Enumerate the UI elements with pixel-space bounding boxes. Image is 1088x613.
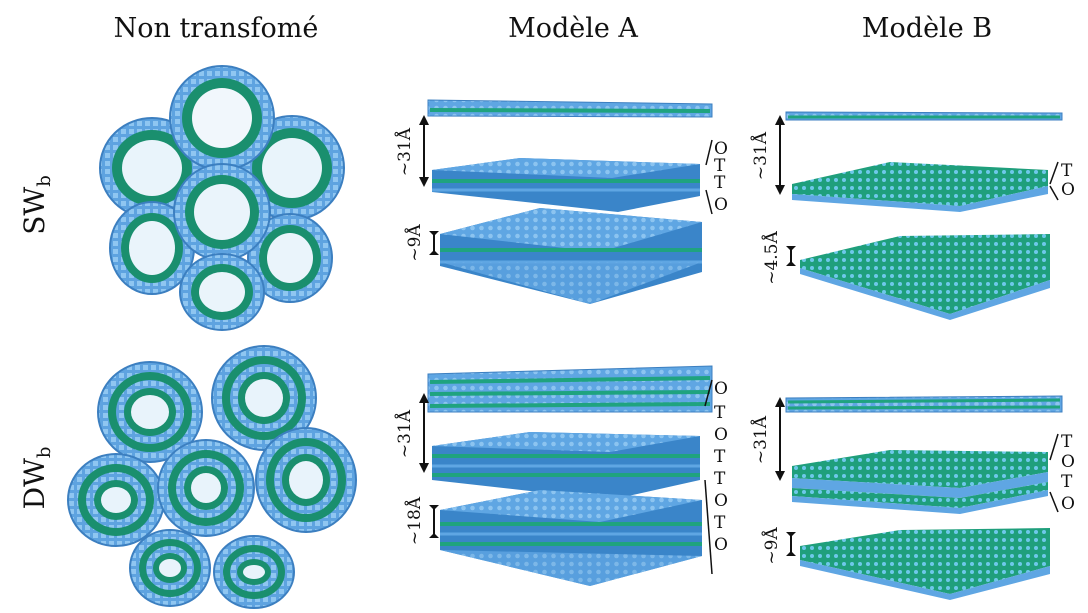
- dw-tube: [97, 361, 203, 463]
- dw-b-bottom-stack: [800, 528, 1050, 600]
- sw-a-middle-stack: [432, 158, 700, 212]
- dw-b-bottom-dimension-label: ~9Å: [761, 527, 782, 565]
- sw-tube: [173, 163, 271, 261]
- column-header-model-b: Modèle B: [862, 13, 992, 44]
- row-label-sw-sub: b: [34, 175, 55, 187]
- sw-a-bottom-dimension-bar: [429, 231, 439, 255]
- sw-a-bottom-stack: [440, 208, 702, 304]
- dw-a-top-dimension-label: ~31Å: [394, 409, 415, 458]
- column-header-model-a: Modèle A: [508, 13, 638, 44]
- dw-b-layer-label: O: [1061, 452, 1075, 472]
- dw-b-layer-label: O: [1061, 494, 1075, 514]
- dw-b-layer-labels: T O T O: [1049, 432, 1075, 514]
- dw-a-bottom-dimension-bar: [429, 505, 439, 538]
- sw-b-bottom-sheet: [800, 234, 1050, 320]
- sw-b-layer-label: O: [1061, 180, 1075, 200]
- dw-b-top-dimension-label: ~31Å: [750, 415, 771, 464]
- row-label-dw-sub: b: [34, 447, 55, 459]
- dw-model-b: ~31Å ~9Å T O T O: [750, 395, 1075, 600]
- dw-a-layer-label: O: [714, 379, 728, 399]
- dw-b-middle-stack: [792, 450, 1048, 514]
- dw-tube-bundle: [67, 345, 357, 609]
- sw-b-bottom-dimension-label: ~4.5Å: [761, 231, 782, 285]
- dw-a-layer-label: T: [714, 469, 726, 489]
- sw-tube-bundle: [99, 65, 345, 331]
- dw-a-layer-label: T: [714, 403, 726, 423]
- sw-a-top-dimension-label: ~31Å: [394, 127, 415, 176]
- sw-a-layer-labels: O T T O: [705, 139, 728, 215]
- row-label-sw-main: SW: [18, 187, 51, 235]
- dw-a-layer-label: O: [714, 425, 728, 445]
- sw-a-layer-label: O: [714, 139, 728, 159]
- sw-b-middle-sheet: [792, 162, 1048, 212]
- dw-a-top-stack: [427, 365, 713, 413]
- dw-a-layer-label: O: [714, 535, 728, 555]
- row-label-sw: SWb: [18, 175, 55, 235]
- dw-a-middle-stack: [432, 432, 700, 500]
- sw-b-top-dimension-label: ~31Å: [750, 131, 771, 180]
- row-label-dw: DWb: [18, 447, 55, 510]
- dw-a-bottom-stack: [440, 490, 702, 586]
- sw-model-b: ~31Å ~4.5Å T O: [750, 111, 1075, 320]
- dw-tube: [67, 453, 165, 547]
- dw-b-bottom-dimension-bar: [786, 532, 796, 556]
- dw-tube: [157, 439, 255, 537]
- sw-a-layer-label: O: [714, 195, 728, 215]
- sw-b-bottom-dimension-bar: [786, 246, 796, 266]
- dw-a-layer-label: T: [714, 447, 726, 467]
- sw-a-layer-label: T: [714, 173, 726, 193]
- sw-tube: [109, 201, 195, 295]
- dw-tube: [211, 345, 317, 451]
- sw-b-layer-labels: T O: [1049, 161, 1075, 201]
- sw-tube: [169, 65, 275, 171]
- dw-a-layer-labels: O T O T T O T O: [704, 379, 728, 575]
- sw-model-a: ~31Å ~9Å O T T O: [394, 99, 728, 304]
- dw-a-bottom-dimension-label: ~18Å: [404, 496, 425, 545]
- sw-tube: [179, 253, 265, 331]
- dw-model-a: ~31Å ~18Å O T O T T O T O: [394, 365, 728, 586]
- sw-b-layer-label: T: [1061, 161, 1073, 181]
- dw-tube: [129, 529, 211, 607]
- sw-a-layer-label: T: [714, 156, 726, 176]
- dw-tube: [213, 535, 295, 609]
- sw-a-bottom-dimension-label: ~9Å: [404, 224, 425, 262]
- dw-b-layer-label: T: [1061, 472, 1073, 492]
- dw-tube: [255, 427, 357, 533]
- column-header-unrolled: Non transfomé: [114, 13, 319, 44]
- dw-a-layer-label: O: [714, 491, 728, 511]
- dw-b-layer-label: T: [1061, 432, 1073, 452]
- dw-b-top-stack: [785, 395, 1063, 413]
- dw-a-layer-label: T: [714, 513, 726, 533]
- row-label-dw-main: DW: [18, 458, 51, 509]
- sw-tube: [247, 213, 333, 303]
